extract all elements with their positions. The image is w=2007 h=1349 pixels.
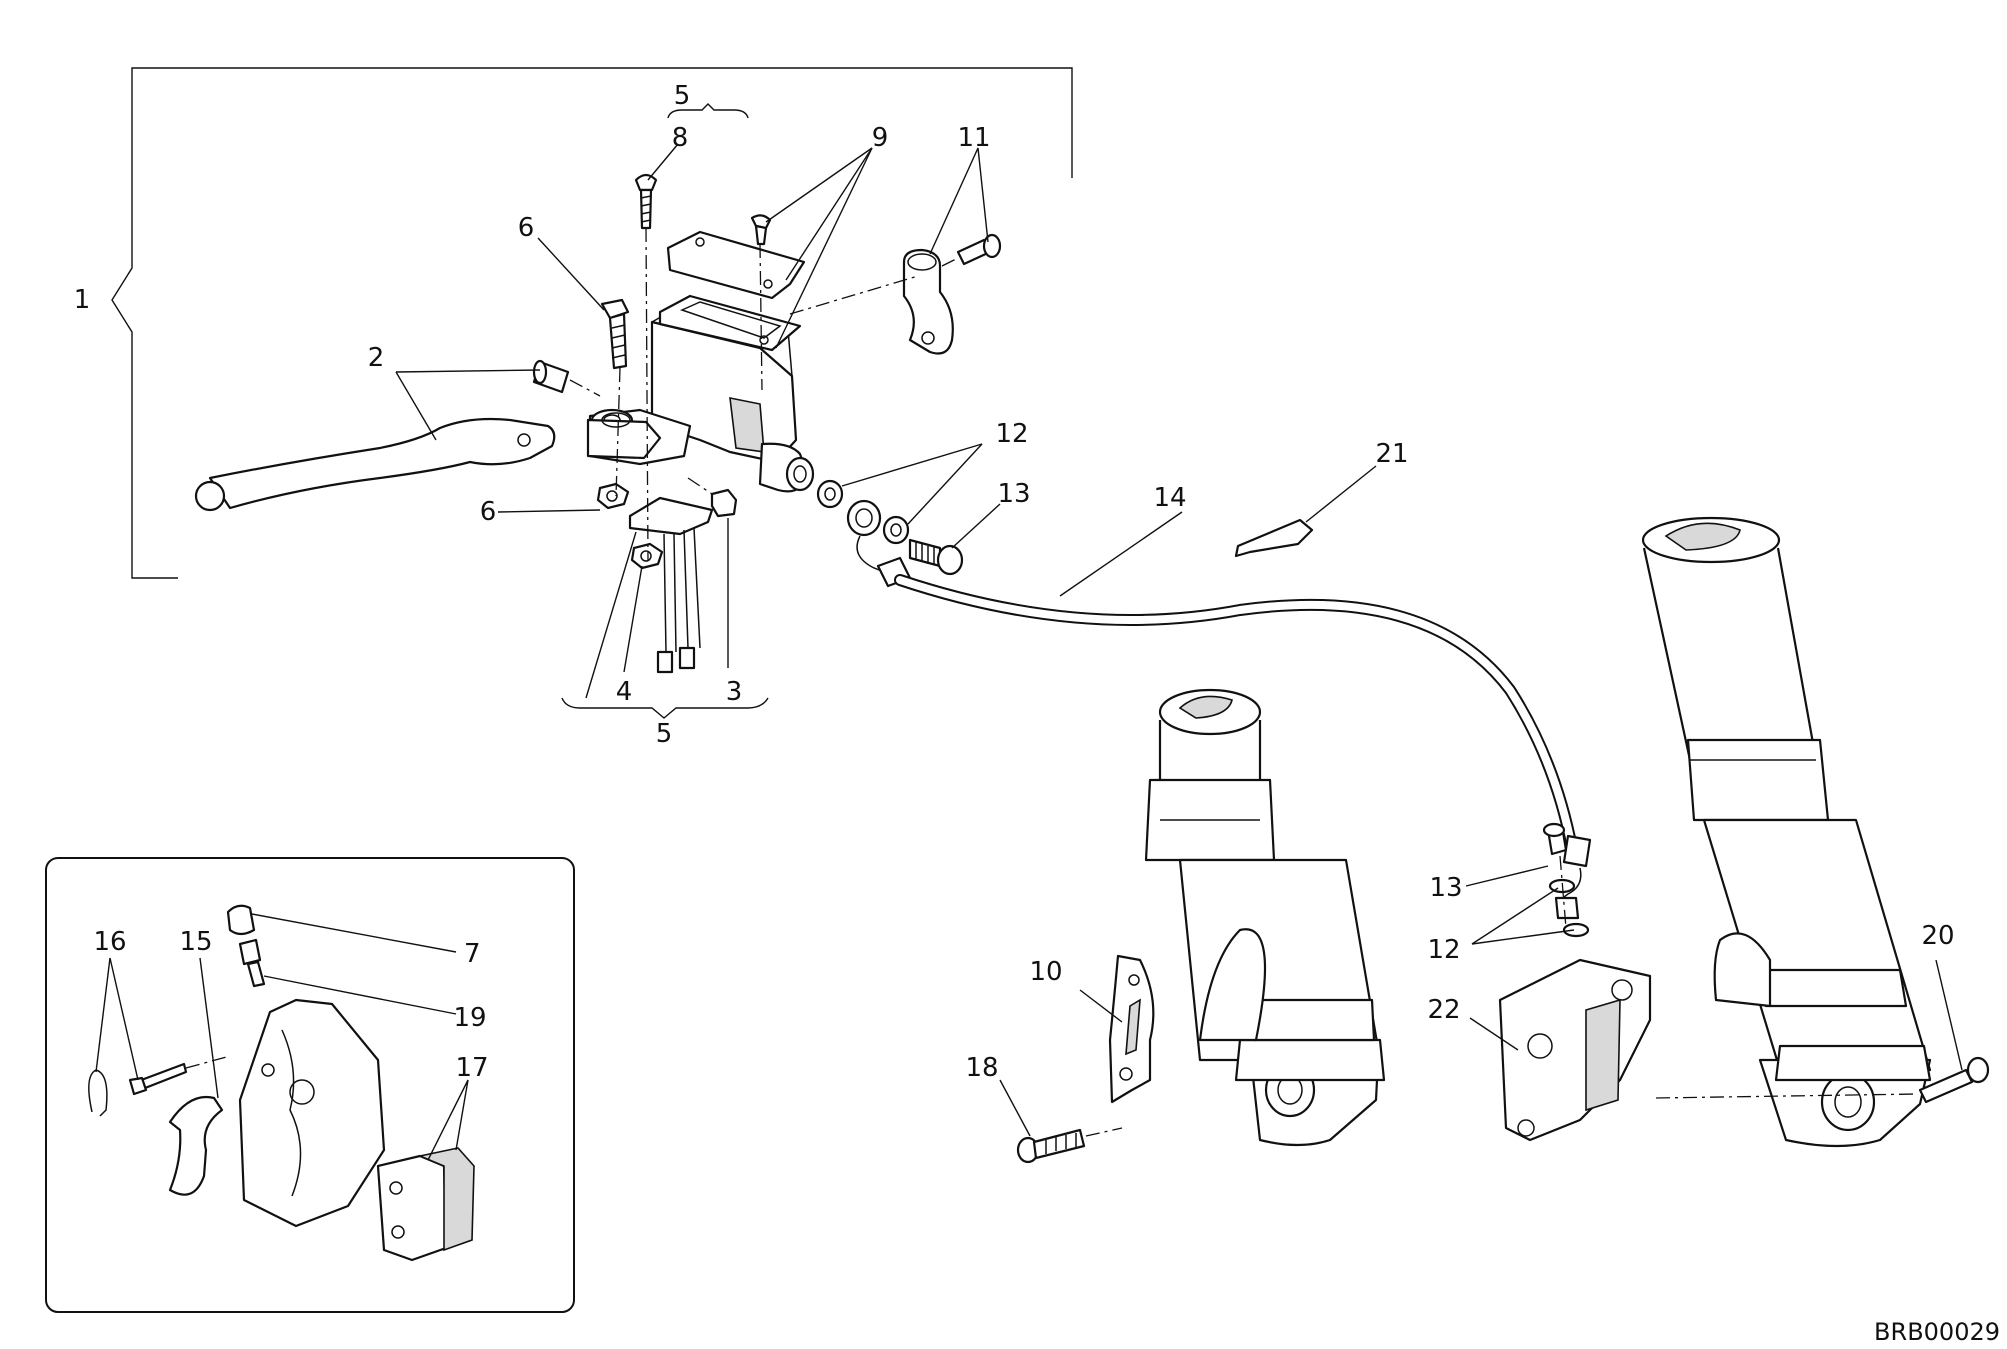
callout-22: 22: [1427, 995, 1460, 1025]
hose-clip-21: [1234, 518, 1314, 558]
assembly-5-top-brace: [667, 103, 749, 119]
callout-4: 4: [616, 677, 633, 707]
axis-screw-6: [615, 367, 621, 497]
callout-20: 20: [1921, 921, 1954, 951]
callout-13-bottom: 13: [1429, 873, 1462, 903]
pivot-block: [586, 412, 662, 460]
callout-14: 14: [1153, 483, 1186, 513]
screw-9: [750, 214, 772, 246]
callout-9: 9: [872, 123, 889, 153]
callout-3: 3: [726, 677, 743, 707]
washers-12-bottom: [1548, 878, 1590, 938]
callout-13-top: 13: [997, 479, 1030, 509]
callout-labels: 1 2 3 4 5 5 6 6 7 8 9 10 11 12 12 13 13 …: [74, 81, 1955, 1083]
pad-spring-15: [168, 1095, 224, 1196]
bushing-3: [710, 488, 738, 518]
brake-caliper-22: [1498, 958, 1652, 1142]
brake-lever: [194, 417, 556, 512]
fork-leg-right: [1641, 516, 1932, 1148]
fork-leg-left: [1144, 688, 1386, 1147]
axis-inset-pin: [185, 1055, 231, 1069]
caliper-bracket-10: [1108, 954, 1155, 1104]
axis-reservoir: [759, 243, 763, 391]
axis-bolt-18: [1085, 1127, 1123, 1137]
leader-lines: [95, 143, 1963, 1161]
bolt-18: [1016, 1128, 1086, 1164]
callout-8: 8: [672, 123, 689, 153]
assembly-1-bracket: [111, 67, 1073, 579]
reservoir-cover: [666, 230, 806, 300]
callout-5-top: 5: [674, 81, 691, 111]
banjo-bolt-13-top: [908, 538, 964, 576]
diagram-code: BRB00029: [1874, 1318, 2000, 1346]
brake-pads-17: [376, 1147, 475, 1262]
callout-15: 15: [179, 927, 212, 957]
assembly-5-bottom-brace: [561, 697, 769, 719]
lever-pin: [532, 359, 570, 394]
callout-1: 1: [74, 285, 91, 315]
callout-16: 16: [93, 927, 126, 957]
callout-10: 10: [1029, 957, 1062, 987]
axis-banjo-bottom: [1559, 855, 1567, 929]
callout-7: 7: [464, 939, 481, 969]
washers-12-top: [816, 479, 910, 545]
axis-clamp: [789, 275, 919, 315]
reservoir-gasket: [658, 294, 802, 352]
nut-4: [630, 542, 664, 570]
callout-5-bottom: 5: [656, 719, 673, 749]
callout-17: 17: [455, 1053, 488, 1083]
callout-6-bottom: 6: [480, 497, 497, 527]
clamp-screw-11: [956, 233, 1002, 266]
nut-6: [596, 482, 630, 510]
callout-11: 11: [957, 123, 990, 153]
inset-caliper: [238, 998, 386, 1228]
axis-bolt-20: [1655, 1093, 1919, 1099]
callout-12-top: 12: [995, 419, 1028, 449]
callout-2: 2: [368, 343, 385, 373]
handlebar-clamp: [902, 248, 954, 355]
callout-12-bottom: 12: [1427, 935, 1460, 965]
axis-clamp-screw: [941, 257, 959, 267]
banjo-fitting: [846, 499, 882, 537]
callout-21: 21: [1375, 439, 1408, 469]
callout-18: 18: [965, 1053, 998, 1083]
brake-hose: [856, 535, 1592, 901]
axis-bushing: [687, 477, 713, 495]
screw-6-top: [600, 298, 630, 370]
brake-switch: [628, 496, 714, 674]
screw-8: [634, 173, 658, 230]
bleed-valve-19: [238, 938, 266, 988]
bleed-cap-7: [226, 904, 256, 936]
bolt-20: [1918, 1056, 1990, 1104]
banjo-bolt-13-bottom: [1542, 822, 1568, 856]
callout-19: 19: [453, 1003, 486, 1033]
axis-screw-8: [645, 227, 649, 561]
callout-6-top: 6: [518, 213, 535, 243]
axis-pin: [569, 379, 601, 397]
